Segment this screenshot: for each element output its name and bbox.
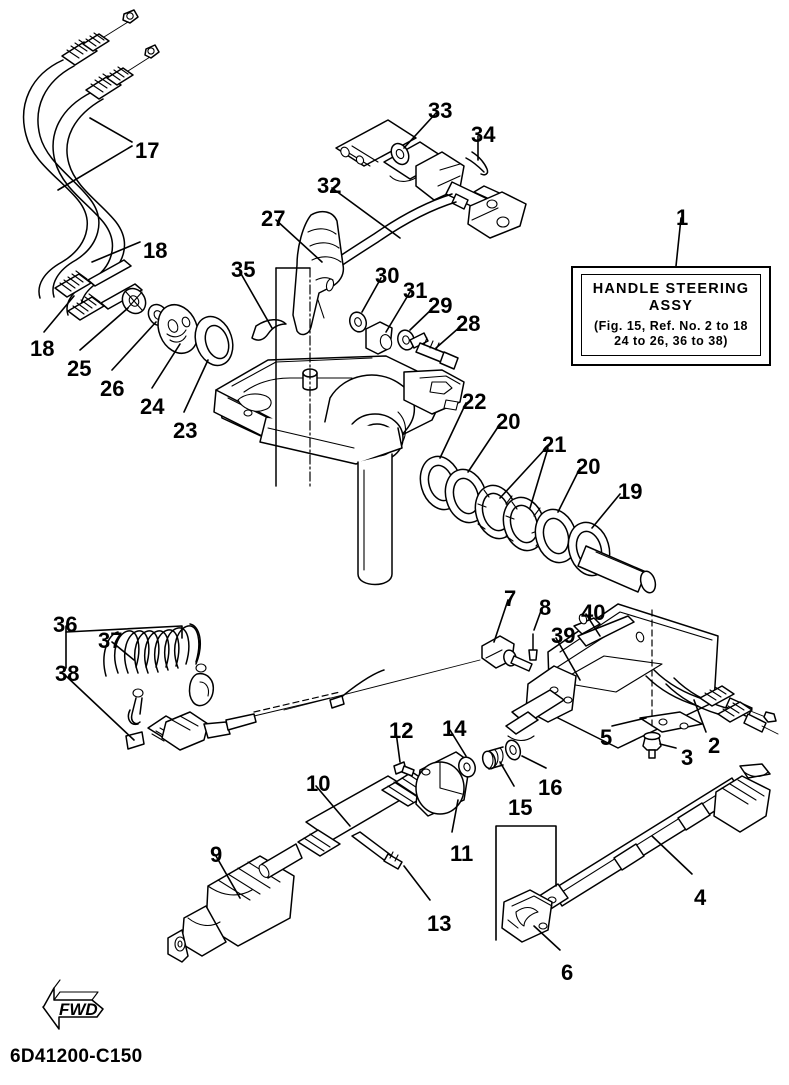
ref-number-spring: 15 [508, 795, 533, 820]
shift-lever-27 [292, 210, 345, 336]
callout-box: HANDLE STEERING ASSY (Fig. 15, Ref. No. … [571, 266, 771, 366]
ref-number-stop-switch-plate: 36 [53, 612, 78, 637]
ref-number-collar: 31 [403, 278, 428, 303]
end-cap-16 [504, 739, 522, 761]
lanyard-clip-right [188, 663, 215, 707]
clip-bushing-35 [251, 319, 287, 341]
ref-number-washer: 29 [428, 293, 453, 318]
fwd-label: FWD [59, 1000, 98, 1019]
spring-15 [481, 746, 504, 770]
leader-lines [43, 112, 707, 951]
shift-rod-linkage [293, 119, 527, 324]
ref-number-throttle-grip: 9 [210, 842, 223, 867]
rod-knob [713, 763, 771, 833]
rod-clamp-6 [501, 889, 553, 943]
ref-number-washer: 14 [442, 716, 467, 741]
ref-number-seal: 23 [173, 418, 198, 443]
ref-number-handle-grip-pad: 40 [581, 600, 606, 625]
throttle-grip-assembly [167, 739, 522, 963]
callout-title-line-2: ASSY [648, 298, 694, 315]
ref-number-cable-end-a: 18 [143, 238, 168, 263]
callout-ref-line-1: (Fig. 15, Ref. No. 2 to 18 [594, 319, 748, 334]
ref-number-cable-grommet-plate: 24 [140, 394, 165, 419]
ref-number-washer-lower: 20 [576, 454, 601, 479]
ref-number-throttle-cable-end: 2 [708, 733, 721, 758]
ref-number-lanyard-cord: 37 [98, 628, 123, 653]
ref-number-cotter-pin: 34 [471, 122, 496, 147]
ref-number-ground-bolt: 3 [681, 745, 694, 770]
ref-number-shift-rod: 32 [317, 173, 342, 198]
part-number: 6D41200-C150 [10, 1046, 143, 1067]
ref-number-screw: 12 [389, 718, 414, 743]
lanyard-clip-left [127, 688, 144, 726]
throttle-cable-assembly [22, 9, 234, 367]
ref-number-shift-rod-joint: 33 [428, 98, 453, 123]
cable-joint-bracket-7 [481, 635, 533, 672]
ref-number-washer-upper: 20 [496, 409, 521, 434]
ref-number-steering-rod: 4 [694, 885, 707, 910]
cable-end-upper-a [61, 9, 139, 66]
bushing-21-b [502, 496, 546, 552]
ref-number-bushing-pair: 21 [542, 432, 567, 457]
grip-bushing-11 [415, 751, 471, 817]
ref-number-bolt: 28 [456, 311, 481, 336]
coil-cord-37 [103, 623, 202, 677]
cable-end-lower-a [54, 259, 132, 298]
cotter-pin-8 [528, 633, 538, 661]
ref-number-screw: 13 [427, 911, 452, 936]
ref-number-throttle-cable: 17 [135, 138, 160, 163]
ref-number-lanyard-clip: 38 [55, 661, 80, 686]
seal-23 [194, 315, 234, 367]
grip-shaft-10 [258, 771, 437, 879]
ref-number-end-cap: 16 [538, 775, 563, 800]
callout-title-line-1: HANDLE STEERING [592, 281, 750, 298]
steering-rod-assembly [495, 763, 771, 943]
cotter-pin-34 [465, 151, 489, 176]
rod-joint-33 [390, 142, 410, 166]
ref-number-tiller-handle-body: 39 [551, 623, 576, 648]
ref-number-clip-bushing: 35 [231, 257, 256, 282]
ref-number-washer: 26 [100, 376, 125, 401]
fwd-arrow-icon [42, 979, 104, 1030]
grommet-plate-24 [157, 304, 199, 354]
ref-number-bushing: 19 [618, 479, 643, 504]
ref-number-grip-shaft: 10 [306, 771, 331, 796]
ref-number-cable-end-b: 18 [30, 336, 55, 361]
ref-number-rod-clamp: 6 [561, 960, 574, 985]
tiller-handle-body [283, 545, 779, 759]
ref-number-cable-joint-bracket: 7 [504, 586, 517, 611]
ref-number-cable-clamp-plate: 5 [600, 725, 613, 750]
ref-number-washer: 22 [462, 389, 487, 414]
ref-number-nut: 25 [67, 356, 92, 381]
lanyard-assembly [65, 623, 341, 751]
ref-number-grip-bushing: 11 [450, 841, 474, 866]
ref-number-handle-steering-assy: 1 [676, 205, 689, 230]
screw-12 [393, 761, 415, 777]
ref-number-shift-lever: 27 [261, 206, 286, 231]
ref-number-washer: 30 [375, 263, 400, 288]
stop-switch-body [147, 691, 341, 751]
steering-bracket-casting [213, 267, 465, 586]
washer-bushing-stack [419, 455, 611, 577]
cable-end-upper-b [85, 44, 160, 100]
ref-number-cotter-pin: 8 [539, 595, 552, 620]
callout-ref-line-2: 24 to 26, 36 to 38) [614, 334, 728, 349]
